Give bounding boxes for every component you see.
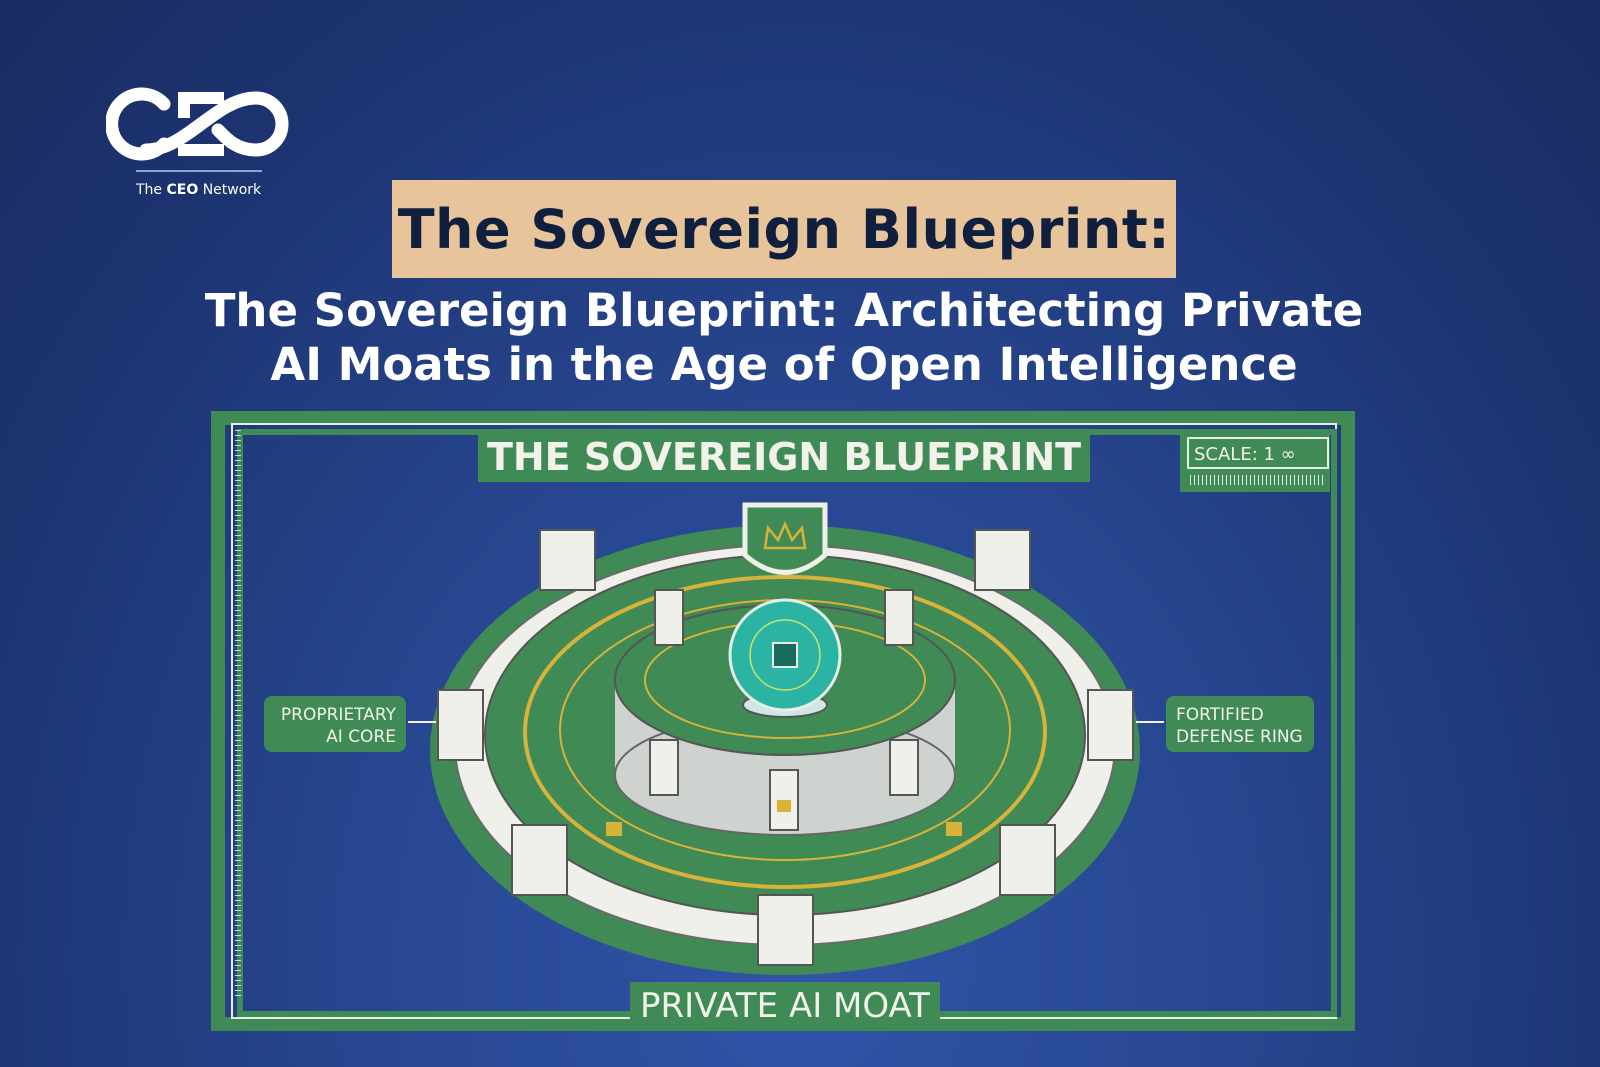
ceo-logo-mark [106, 87, 289, 161]
diagram-title-banner [478, 432, 1090, 482]
label-fortified-defense-ring: FORTIFIED DEFENSE RING [1136, 696, 1314, 752]
svg-text:DEFENSE RING: DEFENSE RING [1176, 727, 1303, 747]
scale-box: SCALE: 1 ∞ [1180, 432, 1330, 492]
bottom-label: PRIVATE AI MOAT [640, 986, 930, 1026]
logo-subtitle: The CEO Network [136, 182, 262, 198]
logo-divider [136, 170, 262, 172]
gold-ring [523, 575, 1047, 889]
lock-icons [606, 800, 962, 836]
title-tag: The Sovereign Blueprint: [392, 180, 1176, 278]
diagram-title: THE SOVEREIGN BLUEPRINT [487, 435, 1081, 479]
scale-label: SCALE: 1 ∞ [1194, 444, 1296, 465]
svg-text:FORTIFIED: FORTIFIED [1176, 705, 1264, 725]
ai-core-sphere-icon [728, 598, 842, 718]
crown-shield-icon [742, 502, 828, 575]
svg-text:PROPRIETARY: PROPRIETARY [281, 705, 397, 725]
headline-line-2: AI Moats in the Age of Open Intelligence [270, 338, 1298, 391]
svg-text:AI CORE: AI CORE [326, 727, 396, 747]
watch-towers [437, 529, 1134, 966]
bottom-label-banner [630, 982, 940, 1028]
article-headline: The Sovereign Blueprint: Architecting Pr… [150, 284, 1418, 392]
label-proprietary-ai-core: PROPRIETARY AI CORE [264, 696, 436, 752]
headline-line-1: The Sovereign Blueprint: Architecting Pr… [204, 284, 1364, 337]
